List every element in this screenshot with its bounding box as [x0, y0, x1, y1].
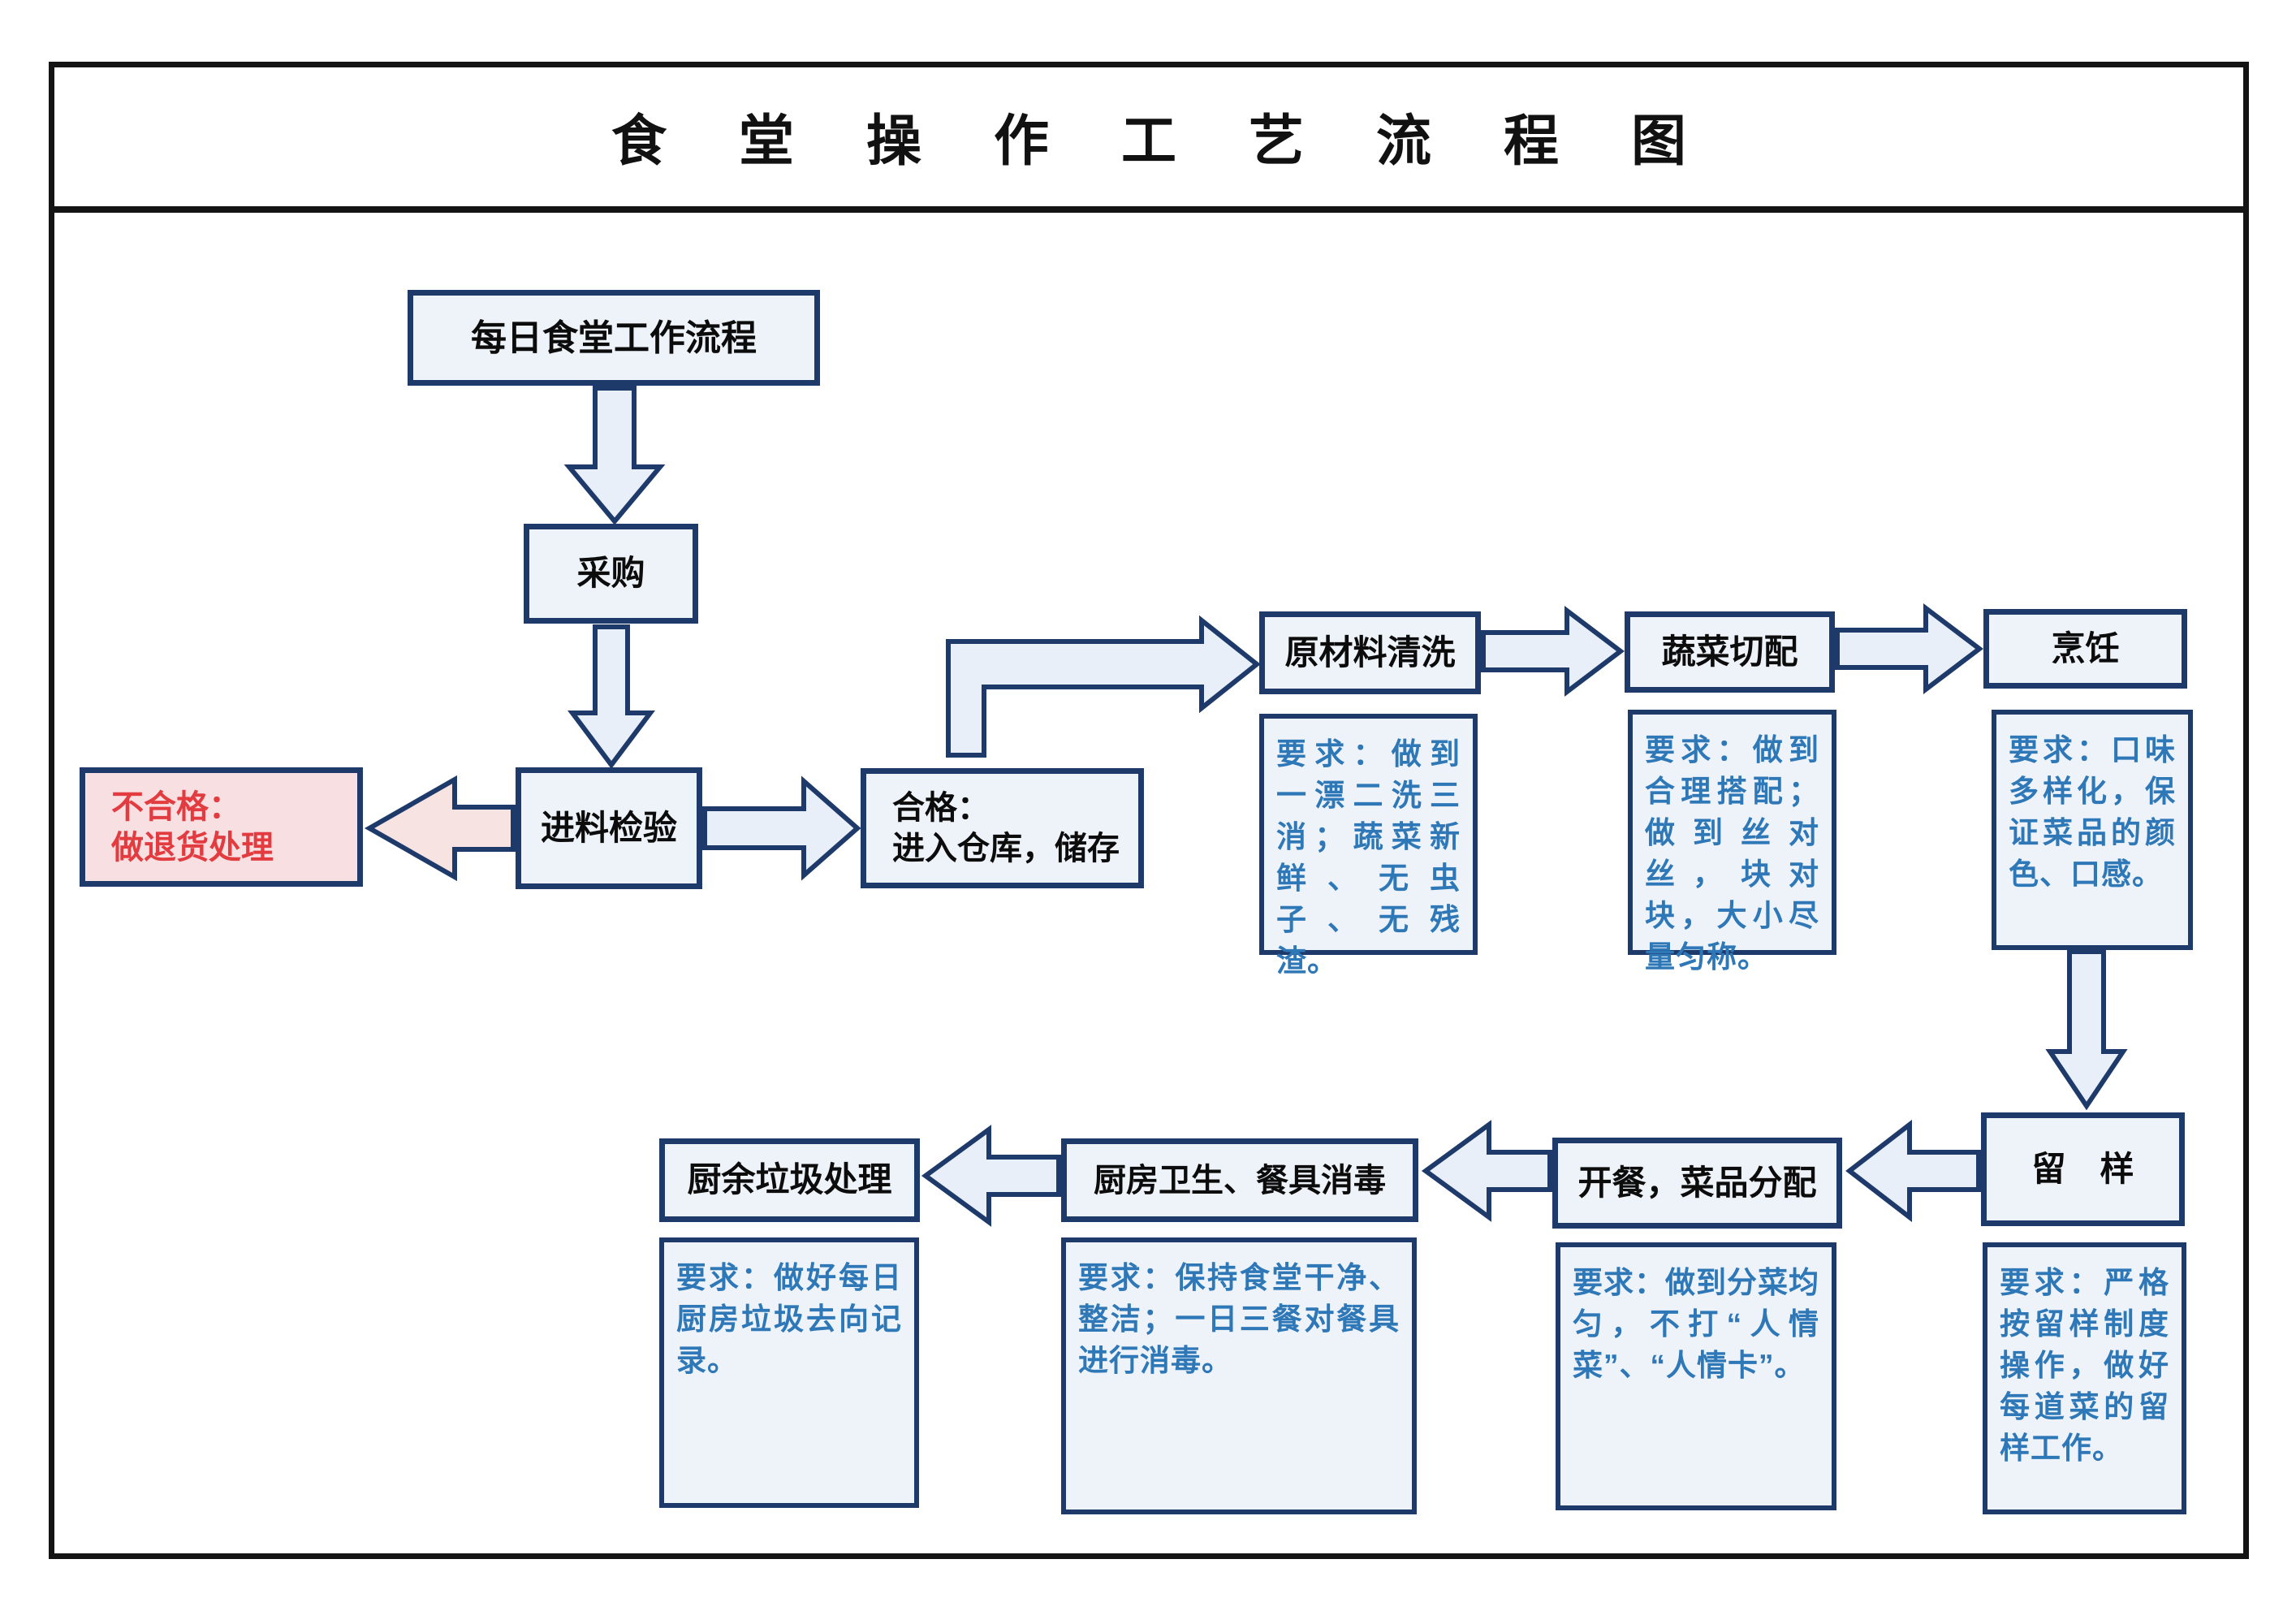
elbow-arrow-icon: [946, 615, 1261, 758]
node-label: 厨房卫生、餐具消毒: [1094, 1162, 1386, 1199]
node-label: 烹饪: [2051, 628, 2120, 667]
node-unqualified-return: 不合格： 做退货处理: [80, 767, 363, 887]
node-label: 原材料清洗: [1284, 633, 1456, 672]
requirement-text: 要求：保持食堂干净、整洁；一日三餐对餐具进行消毒。: [1078, 1261, 1400, 1378]
requirement-hygiene: 要求：保持食堂干净、整洁；一日三餐对餐具进行消毒。: [1061, 1237, 1417, 1514]
node-purchase: 采购: [524, 524, 698, 624]
requirement-cutting: 要求：做到合理搭配；做到丝对丝，块对块，大小尽量匀称。: [1628, 710, 1836, 974]
node-label: 蔬菜切配: [1661, 632, 1798, 671]
left-arrow-icon: [1845, 1119, 1981, 1223]
title-separator-line: [49, 206, 2249, 213]
requirement-text: 要求：做到一漂二洗三消；蔬菜新鲜、无虫子、无残渣。: [1276, 737, 1461, 978]
node-qualified-storage: 合格： 进入仓库，储存: [861, 768, 1144, 888]
node-meal-serving: 开餐，菜品分配: [1552, 1138, 1842, 1229]
right-arrow-icon: [1481, 605, 1625, 698]
requirement-cooking: 要求：口味多样化，保证菜品的颜色、口感。: [1992, 710, 2193, 950]
requirement-text: 要求：做到分菜均匀，不打“人情菜”、“人情卡”。: [1573, 1266, 1819, 1383]
left-arrow-icon: [921, 1125, 1061, 1227]
requirement-text: 要求：严格按留样制度操作，做好每道菜的留样工作。: [2000, 1266, 2169, 1466]
requirement-sampling: 要求：严格按留样制度操作，做好每道菜的留样工作。: [1983, 1242, 2186, 1514]
down-arrow-icon: [2045, 949, 2128, 1111]
node-incoming-inspection: 进料检验: [516, 767, 702, 889]
node-label-line2: 进入仓库，储存: [892, 831, 1120, 866]
right-arrow-icon: [702, 775, 861, 881]
node-label: 采购: [576, 554, 645, 593]
node-raw-material-washing: 原材料清洗: [1259, 611, 1481, 694]
node-label: 厨余垃圾处理: [687, 1160, 892, 1199]
node-daily-process: 每日食堂工作流程: [408, 290, 820, 386]
left-arrow-icon: [364, 775, 516, 882]
node-kitchen-waste: 厨余垃圾处理: [659, 1138, 920, 1222]
node-kitchen-hygiene: 厨房卫生、餐具消毒: [1061, 1138, 1418, 1222]
node-vegetable-cutting: 蔬菜切配: [1625, 611, 1835, 693]
node-label: 留 样: [2031, 1149, 2134, 1188]
node-label: 开餐，菜品分配: [1577, 1163, 1817, 1202]
node-label-line1: 不合格：: [111, 788, 241, 825]
requirement-serving: 要求：做到分菜均匀，不打“人情菜”、“人情卡”。: [1556, 1242, 1836, 1510]
requirement-washing: 要求：做到一漂二洗三消；蔬菜新鲜、无虫子、无残渣。: [1259, 714, 1478, 978]
right-arrow-icon: [1835, 603, 1983, 695]
requirement-text: 要求：做到合理搭配；做到丝对丝，块对块，大小尽量匀称。: [1645, 733, 1819, 974]
requirement-waste: 要求：做好每日厨房垃圾去向记录。: [659, 1237, 919, 1508]
down-arrow-icon: [563, 386, 666, 525]
node-label-line2: 做退货处理: [111, 829, 274, 866]
node-label: 进料检验: [540, 808, 677, 847]
node-label-line1: 合格：: [892, 790, 990, 826]
node-label: 每日食堂工作流程: [471, 317, 757, 358]
requirement-text: 要求：口味多样化，保证菜品的颜色、口感。: [2009, 733, 2176, 892]
down-arrow-icon: [568, 624, 655, 769]
requirement-text: 要求：做好每日厨房垃圾去向记录。: [676, 1261, 902, 1378]
left-arrow-icon: [1421, 1120, 1552, 1222]
node-sample-retention: 留 样: [1981, 1112, 2185, 1226]
node-cooking: 烹饪: [1983, 609, 2187, 689]
page-title: 食 堂 操 作 工 艺 流 程 图: [611, 110, 1716, 172]
